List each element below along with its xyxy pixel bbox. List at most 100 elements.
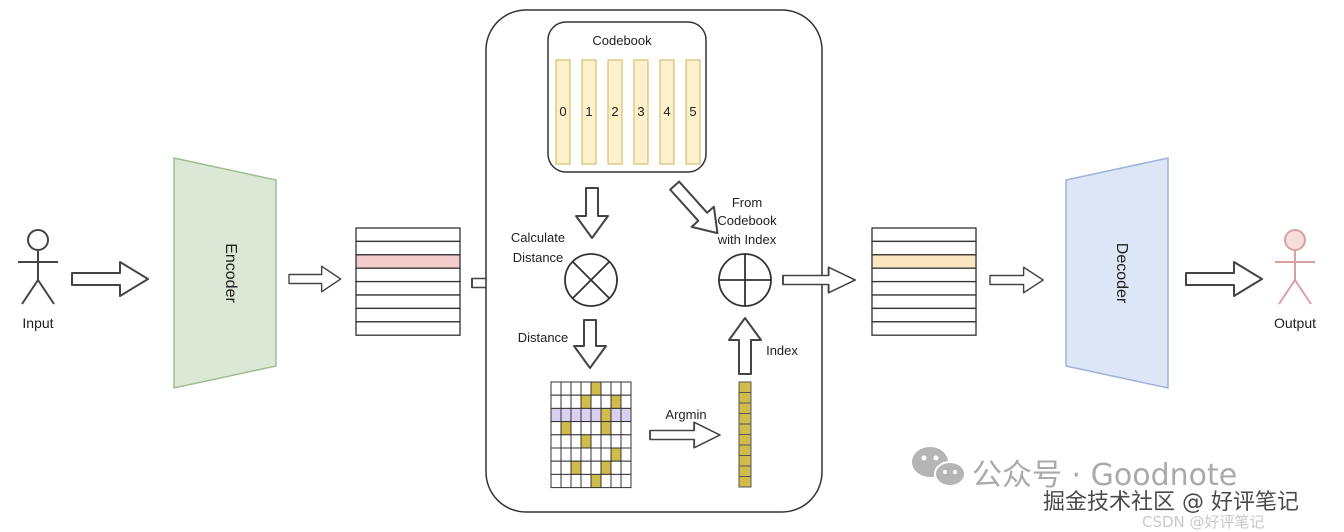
codebook-entry-label: 0 xyxy=(559,104,566,119)
distance-cell xyxy=(570,421,582,436)
distance-cell xyxy=(560,473,572,489)
index-label: Index xyxy=(766,343,798,358)
distance-cell xyxy=(600,394,612,409)
decoder-label: Decoder xyxy=(1113,243,1130,304)
distance-cell xyxy=(560,447,572,462)
from-codebook-label: Codebook xyxy=(717,213,777,228)
input-label: Input xyxy=(22,315,53,331)
distance-cell xyxy=(620,447,632,462)
encoder-label: Encoder xyxy=(222,243,239,303)
codebook-entry-label: 5 xyxy=(689,104,696,119)
latent-row xyxy=(355,294,461,310)
codebook-entry-label: 3 xyxy=(637,104,644,119)
codebook-entry xyxy=(555,59,571,165)
calculate-distance-label: Distance xyxy=(513,250,564,265)
distance-cell xyxy=(570,407,582,423)
quantized-row xyxy=(871,240,977,256)
distance-cell xyxy=(570,434,582,449)
distance-cell xyxy=(620,407,632,423)
distance-cell xyxy=(590,434,602,449)
decoder-block xyxy=(1065,157,1169,389)
index-vector xyxy=(738,381,752,488)
quantized-row xyxy=(871,267,977,283)
distance-cell xyxy=(580,394,592,409)
distance-cell xyxy=(610,447,622,462)
latent-row xyxy=(355,227,461,243)
arrow-index-to-plus xyxy=(728,317,762,375)
index-cell xyxy=(738,476,752,488)
quantized-row xyxy=(871,280,977,296)
distance-cell xyxy=(600,447,612,462)
distance-cell xyxy=(610,473,622,489)
arrow-encoder-to-latent xyxy=(288,265,342,293)
codebook-entry xyxy=(581,59,597,165)
distance-cell xyxy=(600,407,612,423)
arrow-input-to-encoder xyxy=(71,261,149,297)
distance-cell xyxy=(600,473,612,489)
distance-cell xyxy=(570,394,582,409)
distance-cell xyxy=(620,460,632,475)
distance-cell xyxy=(560,434,572,449)
index-cell xyxy=(738,455,752,467)
distance-cell xyxy=(600,460,612,475)
index-cell xyxy=(738,392,752,404)
distance-matrix xyxy=(550,381,632,489)
output-person-icon xyxy=(1275,229,1315,305)
distance-cell xyxy=(550,434,562,449)
distance-cell xyxy=(600,421,612,436)
quantized-row xyxy=(871,227,977,243)
distance-cell xyxy=(560,421,572,436)
distance-cell xyxy=(550,447,562,462)
distance-cell xyxy=(580,447,592,462)
from-label: From xyxy=(732,195,762,210)
codebook-entry-label: 2 xyxy=(611,104,618,119)
index-cell xyxy=(738,465,752,477)
argmin-label: Argmin xyxy=(665,407,706,422)
distance-cell xyxy=(590,394,602,409)
combine-operator-icon xyxy=(718,253,772,307)
distance-cell xyxy=(580,460,592,475)
distance-cell xyxy=(570,460,582,475)
distance-cell xyxy=(560,381,572,396)
latent-row xyxy=(355,254,461,269)
input-person-icon xyxy=(18,229,58,305)
arrow-codebook-to-distance xyxy=(575,187,609,239)
latent-row xyxy=(355,240,461,256)
codebook-entry xyxy=(685,59,701,165)
distance-cell xyxy=(620,381,632,396)
distance-cell xyxy=(590,421,602,436)
calculate-label: Calculate xyxy=(511,230,565,245)
arrow-quantized-to-decoder xyxy=(989,266,1044,294)
distance-cell xyxy=(590,447,602,462)
index-cell xyxy=(738,434,752,446)
distance-cell xyxy=(570,447,582,462)
distance-cell xyxy=(600,381,612,396)
distance-cell xyxy=(550,473,562,489)
codebook-entry-label: 4 xyxy=(663,104,670,119)
distance-cell xyxy=(560,407,572,423)
distance-cell xyxy=(620,394,632,409)
distance-cell xyxy=(580,421,592,436)
latent-row xyxy=(355,280,461,296)
quantized-row xyxy=(871,307,977,323)
codebook-entry xyxy=(607,59,623,165)
distance-cell xyxy=(570,473,582,489)
distance-cell xyxy=(590,381,602,396)
arrow-decoder-to-output xyxy=(1185,261,1263,297)
distance-cell xyxy=(550,394,562,409)
index-cell xyxy=(738,402,752,414)
distance-cell xyxy=(620,473,632,489)
arrow-codebook-to-plus xyxy=(669,180,719,235)
distance-cell xyxy=(620,421,632,436)
with-index-label: with Index xyxy=(717,232,777,247)
distance-cell xyxy=(610,407,622,423)
distance-cell xyxy=(590,407,602,423)
distance-cell xyxy=(590,460,602,475)
distance-cell xyxy=(620,434,632,449)
distance-cell xyxy=(610,460,622,475)
distance-cell xyxy=(610,434,622,449)
juejin-watermark: 掘金技术社区 @ 好评笔记 xyxy=(1043,490,1299,515)
quantized-vectors xyxy=(871,227,977,336)
